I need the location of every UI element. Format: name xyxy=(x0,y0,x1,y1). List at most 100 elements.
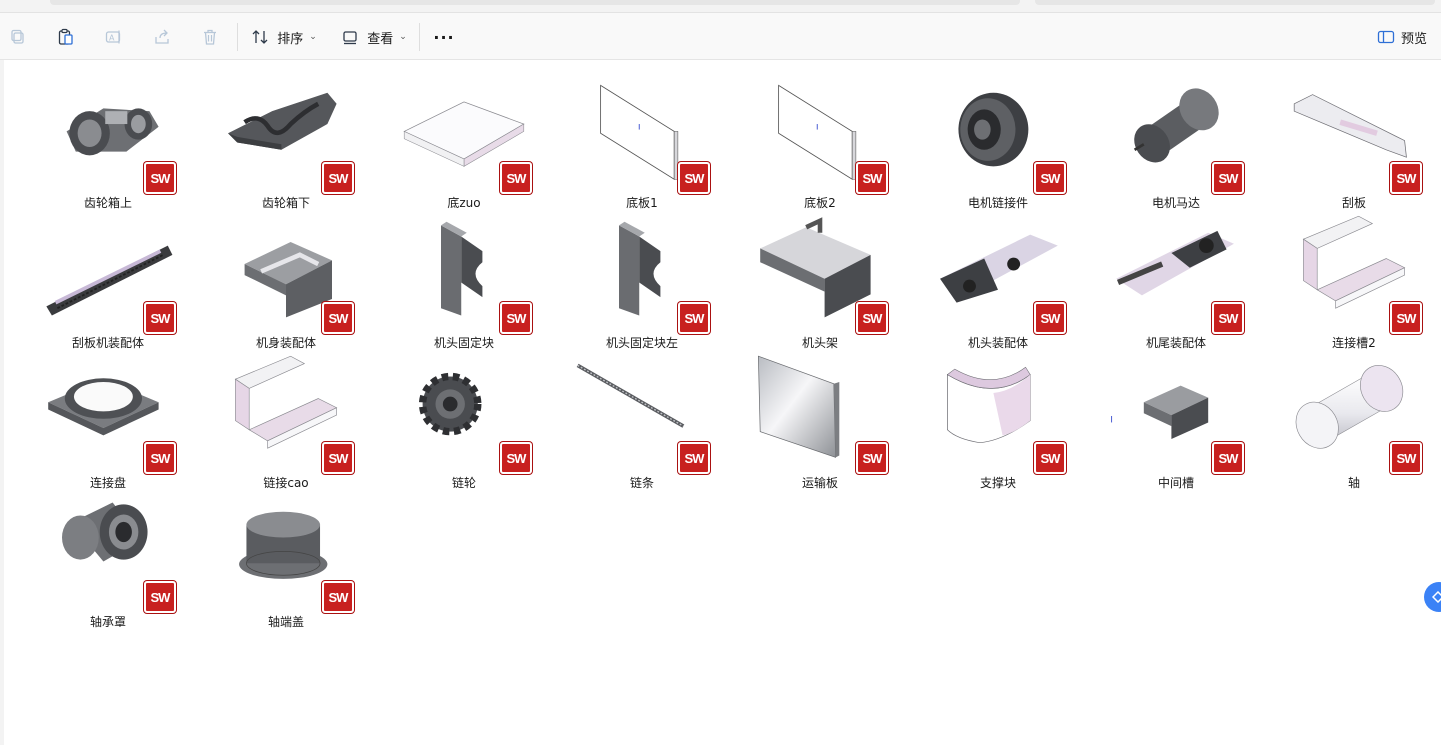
part-preview-image xyxy=(418,372,482,436)
part-preview-image xyxy=(757,355,840,458)
file-item[interactable]: SW 运输板 xyxy=(750,347,890,490)
file-thumbnail xyxy=(38,347,178,462)
file-name: 中间槽 xyxy=(1157,476,1194,490)
rename-button[interactable]: A xyxy=(100,21,128,53)
solidworks-file-icon: SW xyxy=(144,442,176,474)
file-item[interactable]: SW 支撑块 xyxy=(928,347,1068,490)
file-name: 机身装配体 xyxy=(255,336,316,350)
command-bar: A 排序 ⌄ 查看 ⌄ ··· xyxy=(0,12,1441,60)
file-name: 底zuo xyxy=(447,196,481,210)
file-thumbnail xyxy=(572,207,712,322)
file-thumbnail xyxy=(928,347,1068,462)
part-preview-image xyxy=(62,502,148,562)
copy-button[interactable] xyxy=(4,21,32,53)
part-preview-image xyxy=(940,234,1058,303)
delete-button[interactable] xyxy=(196,21,224,53)
toolbar-separator xyxy=(237,23,238,51)
file-thumbnail xyxy=(394,67,534,182)
file-item[interactable]: SW 底zuo xyxy=(394,67,534,210)
file-thumbnail xyxy=(216,67,356,182)
solidworks-file-icon: SW xyxy=(678,302,710,334)
preview-label: 预览 xyxy=(1400,31,1427,47)
part-preview-image xyxy=(48,378,159,436)
file-name: 运输板 xyxy=(801,476,838,490)
part-preview-image xyxy=(576,363,685,428)
part-preview-image xyxy=(1302,215,1406,309)
part-preview-image xyxy=(958,92,1029,167)
file-name: 底板2 xyxy=(804,196,836,210)
solidworks-file-icon: SW xyxy=(856,442,888,474)
rename-icon: A xyxy=(105,30,121,44)
file-thumbnail xyxy=(38,486,178,601)
solidworks-file-icon: SW xyxy=(500,162,532,194)
paste-button[interactable] xyxy=(52,21,80,53)
part-preview-image xyxy=(228,92,337,150)
file-thumbnail xyxy=(38,207,178,322)
file-name: 齿轮箱下 xyxy=(261,196,310,210)
part-preview-image xyxy=(66,108,159,156)
share-button[interactable] xyxy=(148,21,176,53)
file-thumbnail xyxy=(572,67,712,182)
floating-assistant-button[interactable] xyxy=(1424,582,1441,612)
solidworks-file-icon: SW xyxy=(500,302,532,334)
sort-button[interactable]: 排序 ⌄ xyxy=(246,21,322,53)
solidworks-file-icon: SW xyxy=(1212,162,1244,194)
file-name: 电机马达 xyxy=(1151,196,1200,210)
navigation-pane-edge xyxy=(0,60,4,745)
file-name: 链接cao xyxy=(263,476,309,490)
svg-text:A: A xyxy=(109,34,115,43)
solidworks-file-icon: SW xyxy=(144,302,176,334)
file-name: 连接槽2 xyxy=(1332,336,1376,350)
solidworks-file-icon: SW xyxy=(678,442,710,474)
window-top-strip xyxy=(0,0,1441,12)
share-icon xyxy=(155,29,169,44)
copy-icon xyxy=(11,29,24,44)
part-preview-image xyxy=(1133,88,1219,163)
part-preview-image xyxy=(1111,385,1209,439)
solidworks-file-icon: SW xyxy=(678,162,710,194)
diamond-icon xyxy=(1432,591,1441,603)
file-thumbnail xyxy=(1106,67,1246,182)
file-name: 底板1 xyxy=(626,196,658,210)
chevron-down-icon: ⌄ xyxy=(399,32,407,42)
solidworks-file-icon: SW xyxy=(1034,442,1066,474)
file-item[interactable]: SW 电机马达 xyxy=(1106,67,1246,210)
file-thumbnail xyxy=(394,207,534,322)
file-name: 支撑块 xyxy=(979,476,1016,490)
preview-button[interactable]: 预览 xyxy=(1372,21,1432,53)
file-name: 机头固定块左 xyxy=(605,336,678,350)
more-options-button[interactable]: ··· xyxy=(428,21,460,53)
part-preview-image xyxy=(403,101,525,167)
part-preview-image xyxy=(760,217,871,318)
file-name: 轴端盖 xyxy=(267,615,304,629)
delete-icon xyxy=(204,29,216,45)
paste-icon xyxy=(58,28,73,45)
file-name: 机头架 xyxy=(801,336,838,350)
file-thumbnail xyxy=(750,67,890,182)
file-item[interactable]: SW 底板1 xyxy=(572,67,712,210)
preview-pane-icon xyxy=(1377,30,1395,44)
file-thumbnail xyxy=(38,67,178,182)
view-button[interactable]: 查看 ⌄ xyxy=(336,21,412,53)
